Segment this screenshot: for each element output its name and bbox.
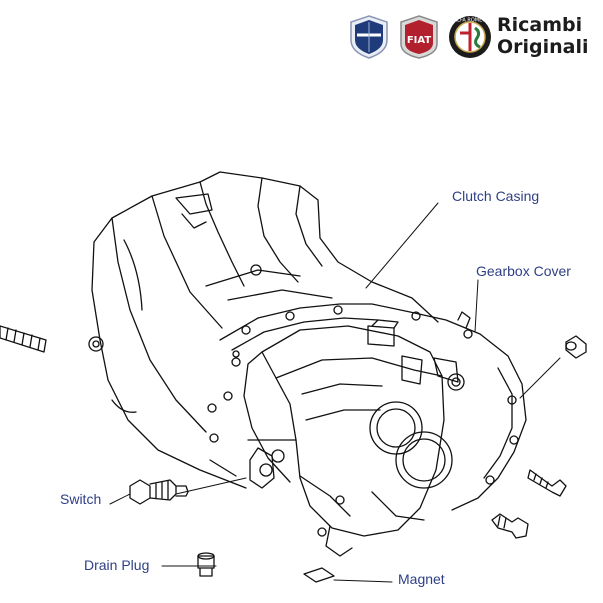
bolt-lower-right [491, 513, 529, 539]
alfa-romeo-logo: ALFA ROMEO [449, 16, 491, 58]
fiat-logo-text: FIAT [407, 35, 432, 46]
magnet-part [303, 567, 335, 583]
gearbox-flange-part [219, 303, 527, 511]
bolt-right [527, 469, 567, 497]
fiat-logo: FIAT [400, 15, 438, 59]
leader-switch-fit [175, 477, 247, 495]
leader-switch [109, 493, 131, 505]
brand-title-line2: Originali [497, 36, 589, 58]
clutch-casing-part [88, 171, 439, 489]
leader-dowel-pin [519, 357, 561, 399]
lancia-logo [350, 15, 388, 59]
stud-left [0, 325, 47, 353]
label-gearbox-cover: Gearbox Cover [476, 263, 571, 279]
leader-clutch-casing [365, 202, 439, 289]
brand-title: Ricambi Originali [497, 14, 589, 58]
label-clutch-casing: Clutch Casing [452, 188, 540, 204]
label-drain-plug: Drain Plug [84, 557, 150, 573]
gearbox-cover-part [243, 319, 465, 557]
drain-plug-part [197, 552, 215, 577]
leader-magnet [333, 579, 393, 583]
brand-header: FIAT ALFA ROMEO Ricambi Originali [0, 0, 603, 80]
dowel-pin [565, 335, 587, 359]
leader-lines [109, 202, 561, 583]
label-magnet: Magnet [398, 571, 445, 587]
alfa-romeo-logo-text: ALFA ROMEO [454, 18, 487, 24]
brand-title-line1: Ricambi [497, 14, 583, 36]
leader-gearbox-cover [474, 279, 479, 333]
switch-part [129, 479, 189, 505]
label-switch: Switch [60, 491, 102, 507]
